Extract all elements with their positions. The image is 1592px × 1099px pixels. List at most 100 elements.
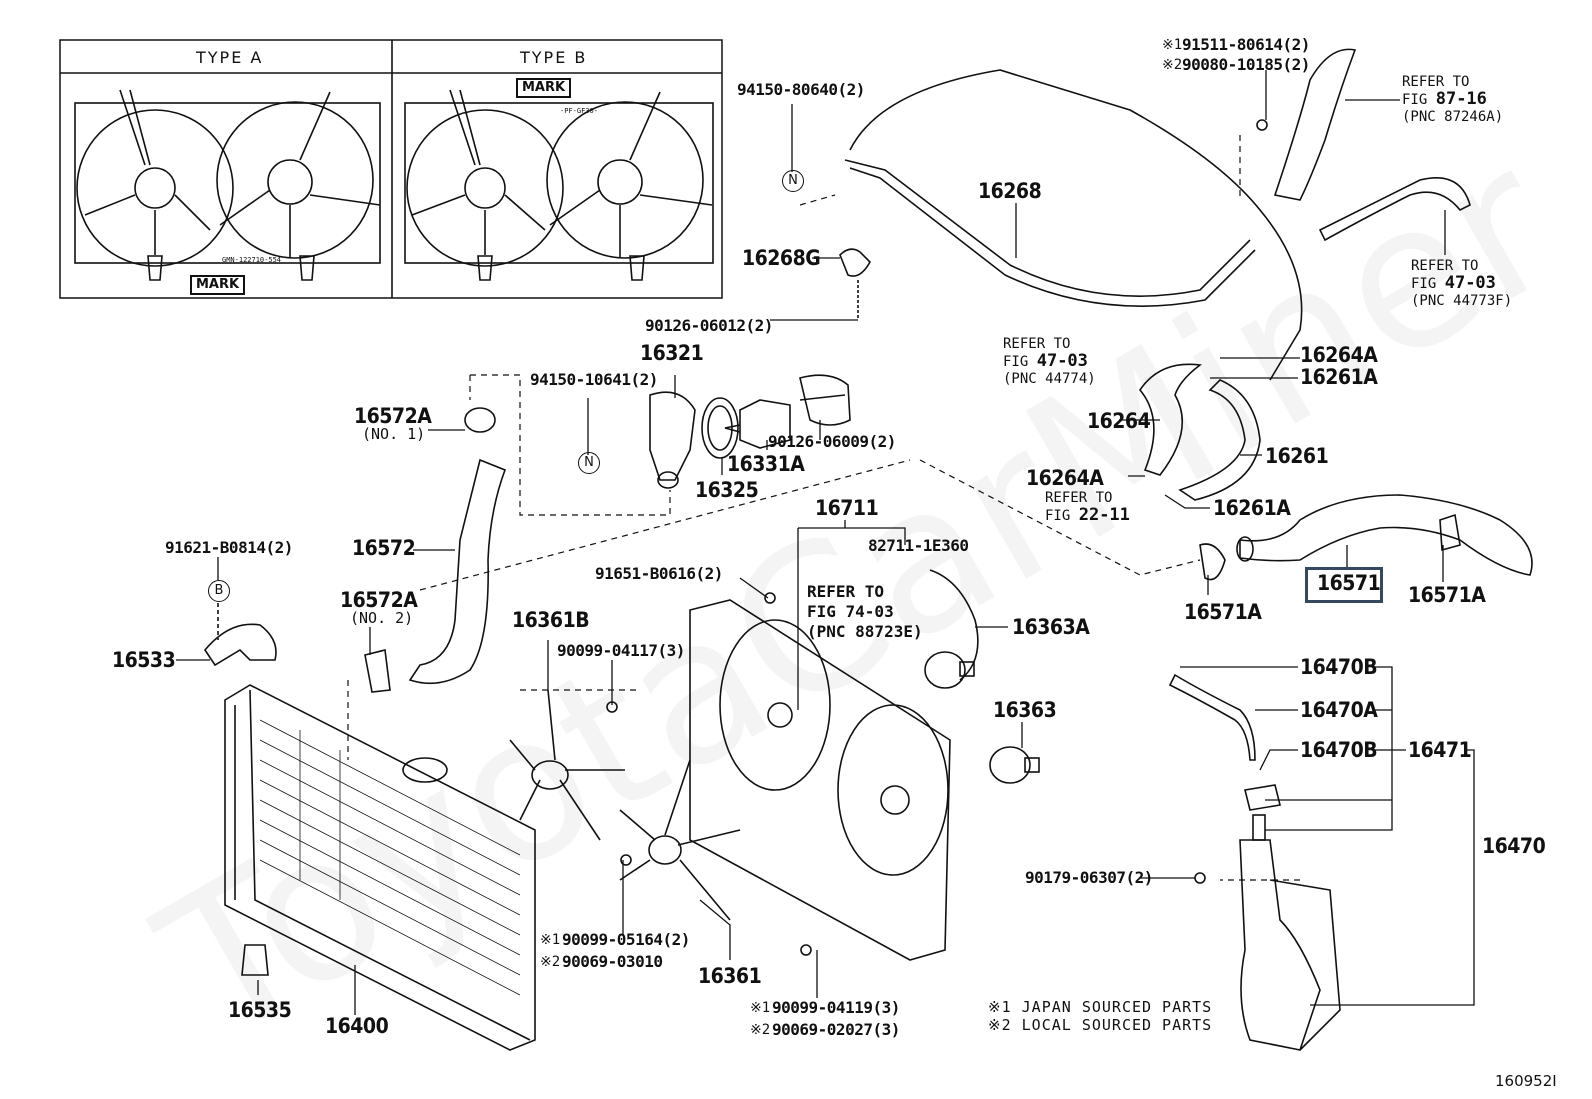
part-label-90080-10185[interactable]: 90080-10185(2) <box>1182 55 1310 74</box>
refer-fig-line: FIG 22-11 <box>1045 507 1130 525</box>
part-label-90099-05164[interactable]: 90099-05164(2) <box>562 930 690 949</box>
part-label-16572a-no1[interactable]: 16572A <box>354 404 432 428</box>
refer-fig-74-03[interactable]: REFER TO FIG 74-03 (PNC 88723E) <box>807 582 923 642</box>
refer-fig-22-11[interactable]: REFER TO FIG 22-11 <box>1045 490 1130 525</box>
refer-line: REFER TO <box>1411 258 1479 274</box>
note-mark-2: ※2 <box>750 1022 771 1038</box>
part-label-16571[interactable]: 16571 <box>1317 571 1381 595</box>
circle-n-marker: N <box>782 170 804 192</box>
part-label-16533[interactable]: 16533 <box>112 648 176 672</box>
part-label-90126-06009[interactable]: 90126-06009(2) <box>768 432 896 451</box>
part-label-91621-b0814[interactable]: 91621-B0814(2) <box>165 538 293 557</box>
refer-fig-number: 47-03 <box>1444 273 1496 293</box>
legend: ※1 JAPAN SOURCED PARTS ※2 LOCAL SOURCED … <box>988 998 1212 1034</box>
part-label-16470b-mid[interactable]: 16470B <box>1300 738 1378 762</box>
part-label-16264[interactable]: 16264 <box>1087 409 1151 433</box>
part-label-16363[interactable]: 16363 <box>993 698 1057 722</box>
part-label-16470b-top[interactable]: 16470B <box>1300 655 1378 679</box>
type-b-stamp: -PF-GF30- <box>560 107 598 115</box>
heater-hose-16264 <box>1139 363 1203 476</box>
part-label-16268g[interactable]: 16268G <box>742 246 821 270</box>
refer-fig-number: 22-11 <box>1078 505 1130 525</box>
type-a-fan-shroud-drawing <box>74 89 381 281</box>
refer-fig-87-16[interactable]: REFER TO FIG 87-16 (PNC 87246A) <box>1402 74 1503 126</box>
hose-fig-87-16 <box>1273 48 1357 201</box>
bolt-icon <box>620 854 632 866</box>
bolt-icon <box>606 701 618 713</box>
part-label-82711-1e360[interactable]: 82711-1E360 <box>868 536 969 555</box>
part-label-91511-80614[interactable]: 91511-80614(2) <box>1182 35 1310 54</box>
bolt-icon <box>800 944 812 956</box>
part-label-16572a-no2[interactable]: 16572A <box>340 588 418 612</box>
fan-16361b <box>509 689 625 841</box>
refer-fig-47-03-left[interactable]: REFER TO FIG 47-03 (PNC 44774) <box>1003 336 1096 388</box>
part-label-90099-04117[interactable]: 90099-04117(3) <box>557 641 685 660</box>
part-label-91651-b0616[interactable]: 91651-B0616(2) <box>595 564 723 583</box>
diagram-id: 160952I <box>1495 1072 1557 1090</box>
type-a-stamp: GMN-122710-554 <box>222 256 282 264</box>
refer-fig-prefix: FIG <box>1003 354 1037 370</box>
note-mark-1: ※1 <box>750 1000 771 1016</box>
bolt-icon <box>764 592 776 604</box>
part-label-16400[interactable]: 16400 <box>325 1014 389 1038</box>
part-label-94150-80640[interactable]: 94150-80640(2) <box>737 80 865 99</box>
refer-line: REFER TO <box>1045 490 1113 506</box>
part-label-16471[interactable]: 16471 <box>1408 738 1472 762</box>
thermostat-16331a <box>739 399 791 449</box>
refer-fig-47-03-right[interactable]: REFER TO FIG 47-03 (PNC 44773F) <box>1411 258 1512 310</box>
part-label-90179-06307[interactable]: 90179-06307(2) <box>1025 868 1153 887</box>
fan-motor-16363a <box>924 651 975 689</box>
heater-hose-16261 <box>1178 379 1261 501</box>
part-label-16361b[interactable]: 16361B <box>512 608 590 632</box>
part-label-16261[interactable]: 16261 <box>1265 444 1329 468</box>
part-label-16572[interactable]: 16572 <box>352 536 416 560</box>
part-label-90099-04119[interactable]: 90099-04119(3) <box>772 998 900 1017</box>
clamp-16571a-right <box>1439 513 1461 552</box>
refer-fig-line: FIG 87-16 <box>1402 91 1503 109</box>
bypass-pipe-16268 <box>844 159 1251 297</box>
part-label-16572a-no2-sub: (NO. 2) <box>350 609 414 627</box>
part-label-16264a-bottom[interactable]: 16264A <box>1026 466 1104 490</box>
type-b-fan-shroud-drawing <box>404 89 714 281</box>
part-label-16261a-bottom[interactable]: 16261A <box>1213 496 1291 520</box>
part-label-16264a-top[interactable]: 16264A <box>1300 343 1378 367</box>
refer-line: REFER TO <box>807 582 885 601</box>
part-label-16535[interactable]: 16535 <box>228 998 292 1022</box>
part-label-90069-02027[interactable]: 90069-02027(3) <box>772 1020 900 1039</box>
part-label-16261a-top[interactable]: 16261A <box>1300 365 1378 389</box>
refer-line: REFER TO <box>1402 74 1470 90</box>
cushion-16535 <box>241 944 269 976</box>
fan-16361 <box>619 759 741 921</box>
part-label-16571a-left[interactable]: 16571A <box>1184 600 1262 624</box>
reservoir-16470 <box>1168 673 1341 1051</box>
engine-outline <box>849 69 1303 381</box>
refer-fig-number: 47-03 <box>1036 351 1088 371</box>
part-label-16325[interactable]: 16325 <box>695 478 759 502</box>
upper-hose-16572 <box>408 458 507 685</box>
part-label-16470[interactable]: 16470 <box>1482 834 1546 858</box>
clamp-16572a-no1 <box>464 407 496 433</box>
part-label-94150-10641[interactable]: 94150-10641(2) <box>530 370 658 389</box>
refer-fig-line: FIG 47-03 <box>1411 275 1512 293</box>
part-label-90126-06012[interactable]: 90126-06012(2) <box>645 316 773 335</box>
part-label-16331a[interactable]: 16331A <box>727 452 805 476</box>
part-label-16571a-right[interactable]: 16571A <box>1408 583 1486 607</box>
clamp-16571a-left <box>1199 543 1226 581</box>
part-label-16470a[interactable]: 16470A <box>1300 698 1378 722</box>
part-label-16363a[interactable]: 16363A <box>1012 615 1090 639</box>
part-label-90069-03010[interactable]: 90069-03010 <box>562 952 663 971</box>
type-a-mark-label: MARK <box>190 275 246 295</box>
type-b-mark-label: MARK <box>516 78 572 98</box>
circle-n-marker: N <box>578 452 600 474</box>
note-mark-2: ※2 <box>540 954 561 970</box>
gasket-16268g <box>839 248 871 277</box>
part-label-16711[interactable]: 16711 <box>815 496 879 520</box>
part-label-16268[interactable]: 16268 <box>978 179 1042 203</box>
bolt-icon <box>1194 872 1206 884</box>
wiring-16363a <box>929 569 979 681</box>
part-label-16361[interactable]: 16361 <box>698 964 762 988</box>
clamp-16572a-no2 <box>364 649 391 693</box>
part-label-16321[interactable]: 16321 <box>640 341 704 365</box>
